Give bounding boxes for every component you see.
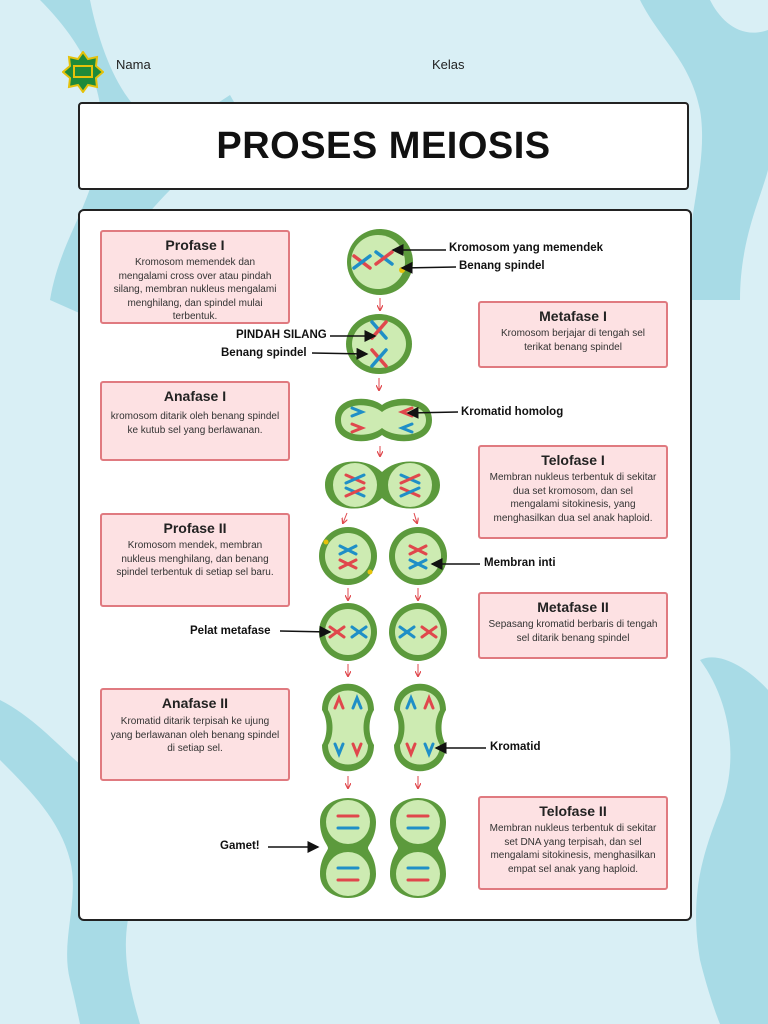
bg-chromosome-top-right <box>640 0 768 300</box>
card-desc: Kromatid ditarik terpisah ke ujung yang … <box>110 716 280 754</box>
school-logo-icon <box>62 51 104 93</box>
card-desc: Kromosom mendek, membran nukleus menghil… <box>116 540 274 578</box>
cell-anafase-2-left <box>322 683 374 772</box>
cell-profase-2-left <box>319 527 377 585</box>
cell-metafase-2-right <box>389 603 447 661</box>
arrow-pelat-metafase <box>279 625 332 638</box>
card-telofase-1: Telofase I Membran nukleus terbentuk di … <box>478 445 668 539</box>
label-benang-spindel-2: Benang spindel <box>221 347 307 359</box>
label-kromatid: Kromatid <box>490 741 541 753</box>
arrow-kromatid-homolog <box>406 406 459 419</box>
label-benang-spindel-1: Benang spindel <box>459 260 545 272</box>
card-profase-2: Profase II Kromosom mendek, membran nukl… <box>100 513 290 607</box>
card-title: Metafase I <box>539 308 607 324</box>
card-desc: Kromosom memendek dan mengalami cross ov… <box>113 257 277 322</box>
label-gamet: Gamet! <box>220 840 260 852</box>
card-anafase-2: Anafase II Kromatid ditarik terpisah ke … <box>100 688 290 781</box>
card-desc: Membran nukleus terbentuk di sekitar dua… <box>489 472 657 524</box>
card-title: Profase I <box>165 237 225 253</box>
card-desc: Membran nukleus terbentuk di sekitar set… <box>489 823 657 875</box>
card-desc: kromosom ditarik oleh benang spindel ke … <box>110 411 280 436</box>
card-title: Metafase II <box>537 599 609 615</box>
cell-anafase-1 <box>335 398 432 442</box>
label-pindah-silang: PINDAH SILANG <box>236 329 327 341</box>
card-anafase-1: Anafase I kromosom ditarik oleh benang s… <box>100 381 290 461</box>
cell-anafase-2-right <box>394 683 446 772</box>
card-desc: Sepasang kromatid berbaris di tengah sel… <box>488 619 658 644</box>
cell-telofase-2-right <box>390 798 446 898</box>
card-title: Anafase II <box>161 695 229 711</box>
card-title: Telofase I <box>541 452 605 468</box>
cell-metafase-2-left <box>319 603 377 661</box>
cell-telofase-1 <box>325 461 440 509</box>
class-label: Kelas <box>432 57 465 72</box>
cell-metafase-1 <box>346 314 412 374</box>
card-title: Telofase II <box>539 803 607 819</box>
page-title: PROSES MEIOSIS <box>216 124 551 167</box>
card-metafase-1: Metafase I Kromosom berjajar di tengah s… <box>478 301 668 368</box>
card-title: Anafase I <box>163 388 227 404</box>
label-membran-inti: Membran inti <box>484 557 556 569</box>
cell-profase-1 <box>347 229 413 295</box>
card-title: Profase II <box>163 520 227 536</box>
label-pelat-metafase: Pelat metafase <box>190 625 271 637</box>
card-metafase-2: Metafase II Sepasang kromatid berbaris d… <box>478 592 668 659</box>
cell-profase-2-right <box>389 527 447 585</box>
cell-telofase-2-left <box>320 798 376 898</box>
title-box: PROSES MEIOSIS <box>78 102 689 190</box>
label-kromatid-homolog: Kromatid homolog <box>461 406 564 418</box>
card-profase-1: Profase I Kromosom memendek dan mengalam… <box>100 230 290 324</box>
arrow-benang-spindel-1 <box>400 261 457 274</box>
label-kromosom-memendek: Kromosom yang memendek <box>449 242 604 254</box>
arrow-benang-spindel-2 <box>311 347 369 360</box>
bg-chromosome-bottom-right <box>696 657 768 1024</box>
card-telofase-2: Telofase II Membran nukleus terbentuk di… <box>478 796 668 890</box>
name-label: Nama <box>116 57 151 72</box>
card-desc: Kromosom berjajar di tengah sel terikat … <box>501 328 645 353</box>
